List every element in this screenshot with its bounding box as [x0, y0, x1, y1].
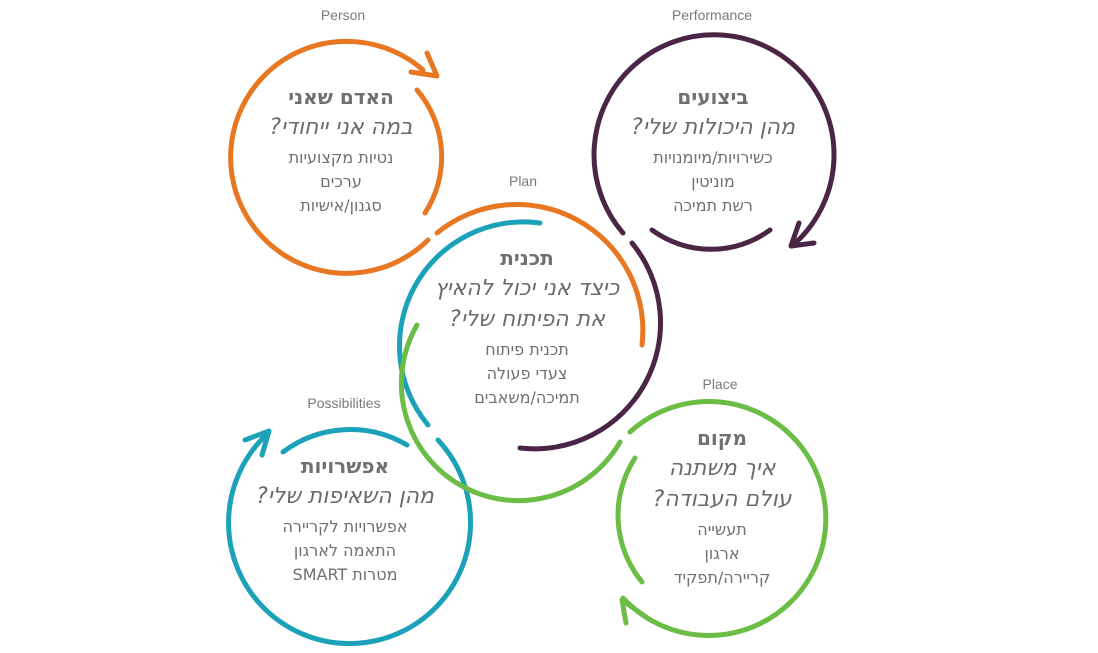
plan-label: Plan: [508, 173, 538, 189]
plan-item: תכנית פיתוח: [485, 340, 569, 359]
person-title: האדם שאני: [288, 85, 394, 109]
person-label: Person: [320, 7, 366, 23]
plan-item: צעדי פעולה: [486, 364, 568, 383]
plan-title: תכנית: [500, 246, 554, 270]
person-circle-arc: [228, 38, 431, 276]
place-item: קריירה/תפקיד: [673, 568, 771, 587]
performance-item: רשת תמיכה: [673, 196, 753, 215]
place-question: עולם העבודה?: [652, 487, 792, 512]
person-text: האדם שאני במה אני ייחודי? נטיות מקצועיות…: [269, 82, 412, 218]
person-arrow-icon: [408, 50, 440, 79]
possibilities-item: אפשרויות לקריירה: [282, 517, 408, 536]
plan-purple-arc: [517, 240, 664, 452]
possibilities-title: אפשרויות: [300, 454, 390, 478]
possibilities-item: מטרות SMART: [292, 565, 398, 584]
place-title: מקום: [697, 426, 747, 450]
plan-orange-arc: [434, 201, 646, 348]
possibilities-circle-arc: [226, 434, 474, 647]
plan-question: כיצד אני יכול להאיץ: [434, 276, 620, 301]
person-question: במה אני ייחודי?: [269, 115, 413, 140]
performance-title: ביצועים: [677, 85, 749, 109]
plan-green-arc: [398, 322, 623, 504]
plan-teal-arc: [397, 219, 543, 428]
place-circle-arc: [620, 398, 829, 638]
performance-question: מהן היכולות שלי?: [631, 115, 795, 140]
person-item: ערכים: [320, 172, 362, 191]
place-inner-arc: [615, 455, 645, 585]
possibilities-question: מהן השאיפות שלי?: [256, 484, 434, 509]
place-label: Place: [702, 376, 738, 392]
possibilities-inner-arc: [280, 427, 410, 455]
performance-arrow-icon: [788, 220, 817, 249]
possibilities-text: אפשרויות מהן השאיפות שלי? אפשרויות לקריי…: [256, 451, 434, 587]
plan-question: את הפיתוח שלי?: [449, 307, 605, 332]
place-text: מקום איך משתנה עולם העבודה? תעשייה ארגון…: [653, 423, 792, 590]
possibilities-arrow-icon: [242, 428, 272, 458]
person-inner-arc: [414, 87, 445, 216]
performance-item: כשירויות/מיומנויות: [653, 148, 773, 167]
possibilities-label: Possibilities: [307, 395, 381, 411]
place-item: תעשייה: [697, 520, 747, 539]
person-item: סגנון/אישיות: [300, 196, 382, 215]
performance-label: Performance: [671, 7, 753, 23]
person-item: נטיות מקצועיות: [288, 148, 394, 167]
performance-text: ביצועים מהן היכולות שלי? כשירויות/מיומנו…: [631, 82, 795, 218]
place-item: ארגון: [704, 544, 740, 563]
possibilities-item: התאמה לארגון: [293, 541, 397, 560]
performance-item: מוניטין: [691, 172, 735, 191]
place-arrow-icon: [619, 597, 649, 626]
plan-text: תכנית כיצד אני יכול להאיץ את הפיתוח שלי?…: [435, 243, 619, 410]
performance-inner-arc: [649, 227, 773, 252]
plan-item: תמיכה/משאבים: [474, 388, 580, 407]
place-question: איך משתנה: [668, 456, 776, 481]
performance-circle-arc: [591, 32, 837, 249]
